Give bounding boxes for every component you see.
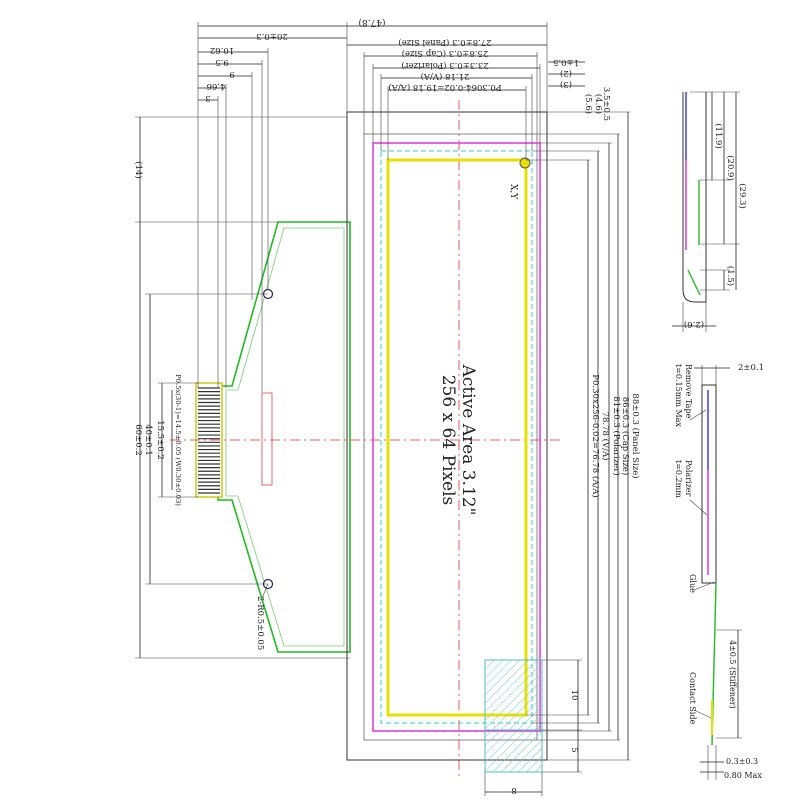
viewing-area-outline bbox=[380, 150, 533, 724]
dim-bottom-5: 5 bbox=[569, 747, 579, 752]
top-dimensions: (47.8) 20±0.3 27.8±0.3 (Panel Size) 25.8… bbox=[197, 17, 548, 392]
top-right-dimensions: (3) (2) 1±0.5 3.5±0.5 (4.6) (5.6) bbox=[526, 57, 630, 761]
hole-label: 2-R0.5±0.05 bbox=[255, 596, 265, 650]
dim-r5-6: (5.6) bbox=[583, 94, 594, 114]
dim-v-polarizer: 81±0.3 (Polarizer) bbox=[611, 396, 622, 475]
side-view-top: (11.9) (20.9) (29.3) (1.5) (2.6) bbox=[672, 91, 748, 332]
dim-r4-6: (4.6) bbox=[593, 94, 604, 114]
panel-outline bbox=[346, 111, 548, 761]
dim-r3-5: 3.5±0.5 bbox=[601, 87, 611, 121]
dim-l60: 60±0.2 bbox=[133, 424, 143, 455]
fpc-pins bbox=[198, 387, 220, 494]
active-area-pixels: 256 x 64 Pixels bbox=[438, 375, 458, 506]
side-dim-2-6: (2.6) bbox=[684, 319, 704, 330]
side-dim-2: 2±0.1 bbox=[738, 363, 764, 373]
dim-bottom-10: 10 bbox=[569, 690, 579, 701]
active-area-title: Active Area 3.12" bbox=[458, 364, 478, 516]
left-dimensions: (14) 60±0.2 40±0.1 15.5±0.2 P0.5x(30-1)=… bbox=[133, 116, 350, 659]
side-view-bottom: 2±0.1 Remove Tape t=0.15mm Max Polarizer… bbox=[674, 363, 764, 780]
label-tape-thickness: t=0.15mm Max bbox=[674, 364, 683, 427]
label-glue: Glue bbox=[688, 574, 697, 593]
fpc-keepout bbox=[261, 392, 273, 486]
active-area-outline bbox=[386, 158, 528, 717]
side-dim-1-5: (1.5) bbox=[725, 266, 736, 286]
bottom-dimensions: 10 5 8 bbox=[484, 659, 582, 796]
label-contact-side: Contact Side bbox=[688, 672, 697, 724]
side-dim-11-9: (11.9) bbox=[713, 123, 724, 149]
side-dim-29-3: (29.3) bbox=[737, 183, 748, 209]
dim-polarizer: 23.3±0.3 (Polarizer) bbox=[401, 60, 489, 71]
dim-v-aa: P0.30x256-0.02=76.78 (A/A) bbox=[590, 374, 601, 497]
right-dimensions: 88±0.3 (Panel Size) 86±0.3 (Cap Size) 81… bbox=[587, 112, 641, 760]
polarizer-outline bbox=[372, 142, 541, 732]
dim-r3: (3) bbox=[560, 79, 572, 90]
fpc-inner-outline bbox=[225, 227, 345, 647]
side-dim-0-3: 0.3±0.3 bbox=[726, 757, 758, 766]
origin-label: X,Y bbox=[508, 184, 518, 200]
label-remove-tape: Remove Tape bbox=[684, 364, 693, 419]
fpc-outline bbox=[217, 221, 351, 653]
label-polarizer-thickness: t=0.2mm bbox=[674, 460, 683, 498]
label-polarizer: Polarizer bbox=[684, 460, 693, 497]
dim-l40: 40±0.1 bbox=[143, 424, 153, 455]
hole-leader bbox=[261, 583, 269, 599]
dim-cap-size: 25.8±0.3 (Cap Size) bbox=[402, 48, 489, 59]
dim-4-66: 4.66 bbox=[207, 81, 226, 91]
panel-tail-outline bbox=[484, 729, 543, 773]
dim-v-cap: 86±0.3 (Cap Size) bbox=[620, 397, 631, 476]
dim-l14: (14) bbox=[133, 161, 144, 178]
dim-r2: (2) bbox=[560, 68, 572, 79]
dim-v-panel: 88±0.3 (Panel Size) bbox=[630, 393, 641, 478]
dim-v-va: 78.78 (V/A) bbox=[600, 412, 611, 461]
dim-va: 21.18 (V/A) bbox=[421, 71, 470, 82]
dim-3: 3 bbox=[205, 93, 210, 103]
dim-aa: P0.3064-0.02=19.18 (A/A) bbox=[388, 82, 501, 93]
dim-bottom-8: 8 bbox=[511, 785, 516, 795]
dim-20: 20±0.3 bbox=[256, 31, 287, 41]
origin-marker bbox=[519, 157, 531, 169]
dim-l15-5: 15.5±0.2 bbox=[155, 420, 165, 460]
dim-l-pitch: P0.5x(30-1)=14.5±0.05 (W0.30±0.03) bbox=[174, 374, 182, 506]
label-stiffener: 4±0.5 (Stiffener) bbox=[728, 640, 737, 709]
dim-panel-size: 27.8±0.3 (Panel Size) bbox=[398, 37, 491, 48]
dim-9-5: 9.5 bbox=[215, 57, 229, 67]
side-dim-20-9: (20.9) bbox=[725, 155, 736, 181]
side-dim-0-80: 0.80 Max bbox=[724, 771, 762, 780]
dim-10-62: 10.62 bbox=[210, 45, 234, 55]
dim-panel-width: (47.8) bbox=[358, 17, 385, 28]
dim-9: 9 bbox=[229, 69, 234, 79]
panel-tail-hatch bbox=[484, 659, 543, 773]
cap-outline bbox=[363, 133, 538, 741]
